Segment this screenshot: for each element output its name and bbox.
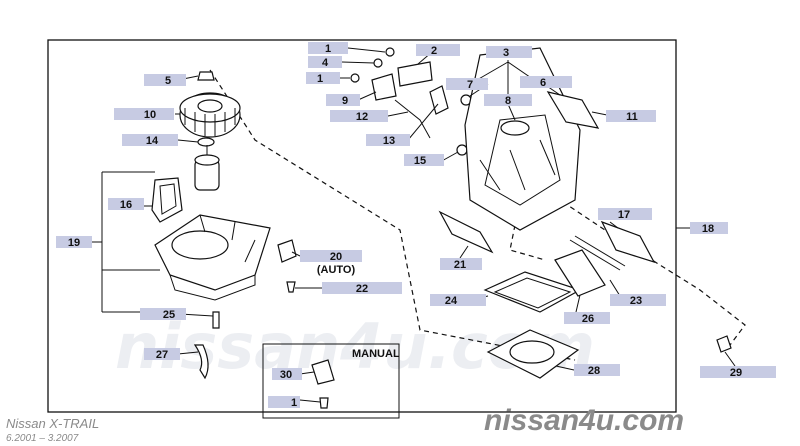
bolt-25 (212, 311, 220, 329)
callout-30: 30 (272, 368, 302, 381)
callout-7: 7 (446, 78, 488, 91)
callout-28: 28 (574, 364, 620, 377)
svg-text:5: 5 (165, 75, 171, 87)
callout-16: 16 (108, 198, 144, 211)
footer-model: Nissan X-TRAIL (6, 416, 99, 431)
svg-text:11: 11 (626, 111, 638, 123)
svg-text:12: 12 (356, 111, 368, 123)
svg-text:29: 29 (730, 367, 742, 379)
bracket-13 (429, 85, 449, 115)
svg-text:7: 7 (467, 79, 473, 91)
seal-23 (569, 235, 626, 271)
callout-2: 2 (416, 44, 460, 57)
callout-6: 6 (520, 76, 572, 89)
svg-text:19: 19 (68, 237, 80, 249)
callout-23: 23 (610, 294, 666, 307)
amp-30 (311, 359, 335, 385)
nut-5 (197, 71, 215, 81)
door-21 (438, 210, 494, 254)
svg-text:2: 2 (431, 45, 437, 57)
bolt-29 (716, 335, 732, 353)
svg-text:10: 10 (144, 109, 156, 121)
blower-fan (179, 92, 241, 138)
callout-4: 4 (308, 56, 342, 69)
screw-1-manual (319, 397, 329, 409)
bracket-19 (90, 171, 165, 313)
svg-text:26: 26 (582, 313, 594, 325)
diagram-frame (47, 39, 677, 413)
svg-text:22: 22 (356, 283, 368, 295)
callout-29: 29 (700, 366, 776, 379)
callout-12: 12 (330, 110, 388, 123)
svg-text:3: 3 (503, 47, 509, 59)
svg-text:15: 15 (414, 155, 426, 167)
svg-text:21: 21 (454, 259, 466, 271)
callout-15: 15 (404, 154, 444, 167)
svg-text:6: 6 (540, 77, 546, 89)
svg-text:30: 30 (280, 369, 292, 381)
svg-text:4: 4 (322, 57, 329, 69)
drain-hose (193, 344, 209, 380)
washer-14 (197, 137, 215, 147)
svg-text:27: 27 (156, 349, 168, 361)
svg-text:18: 18 (702, 223, 714, 235)
callout-19: 19 (56, 236, 92, 249)
lever-12 (394, 99, 431, 139)
dashed-outline-mid (509, 224, 546, 261)
footer-site: nissan4u.com (484, 404, 684, 437)
svg-text:9: 9 (342, 95, 348, 107)
svg-text:25: 25 (163, 309, 175, 321)
intake-unit (464, 47, 581, 231)
callout-26: 26 (564, 312, 610, 325)
callout-1c: 1 (268, 396, 300, 409)
svg-text:17: 17 (618, 209, 630, 221)
callout-5: 5 (144, 74, 186, 87)
svg-text:23: 23 (630, 295, 642, 307)
svg-text:13: 13 (383, 135, 395, 147)
callout-11: 11 (606, 110, 656, 123)
callout-14: 14 (122, 134, 178, 147)
callout-27: 27 (144, 348, 180, 361)
callout-18: 18 (690, 222, 728, 235)
callout-1b: 1 (306, 72, 340, 85)
manual-box (262, 343, 400, 419)
grille-11 (546, 91, 600, 129)
callout-8: 8 (484, 94, 532, 107)
callout-22: 22 (322, 282, 402, 295)
resistor-20 (277, 239, 297, 263)
link-9 (371, 73, 397, 101)
svg-text:28: 28 (588, 365, 600, 377)
svg-text:16: 16 (120, 199, 132, 211)
svg-text:20: 20 (330, 251, 342, 263)
footer-period: 6.2001 – 3.2007 (6, 433, 79, 444)
clip-15 (456, 144, 468, 156)
grille-17 (600, 220, 656, 264)
callout-20: 20 (300, 250, 362, 263)
svg-text:1: 1 (325, 43, 331, 55)
svg-text:24: 24 (445, 295, 458, 307)
callout-3: 3 (486, 46, 532, 59)
blower-case (154, 214, 271, 301)
svg-text:1: 1 (291, 397, 297, 409)
callout-9: 9 (326, 94, 360, 107)
callout-13: 13 (366, 134, 410, 147)
callout-24: 24 (430, 294, 486, 307)
callout-21: 21 (440, 258, 482, 271)
screw-22 (286, 281, 296, 293)
actuator-2 (397, 61, 433, 87)
grille-26 (554, 249, 606, 297)
callout-1a: 1 (308, 42, 348, 55)
callout-10: 10 (114, 108, 174, 121)
auto-label: (AUTO) (317, 264, 356, 276)
svg-text:8: 8 (505, 95, 511, 107)
callout-25: 25 (140, 308, 186, 321)
manual-label: MANUAL (352, 348, 400, 360)
screws-1-4 (350, 47, 395, 83)
svg-text:1: 1 (317, 73, 323, 85)
callout-17: 17 (598, 208, 652, 221)
svg-text:14: 14 (146, 135, 159, 147)
blower-motor (194, 145, 220, 191)
